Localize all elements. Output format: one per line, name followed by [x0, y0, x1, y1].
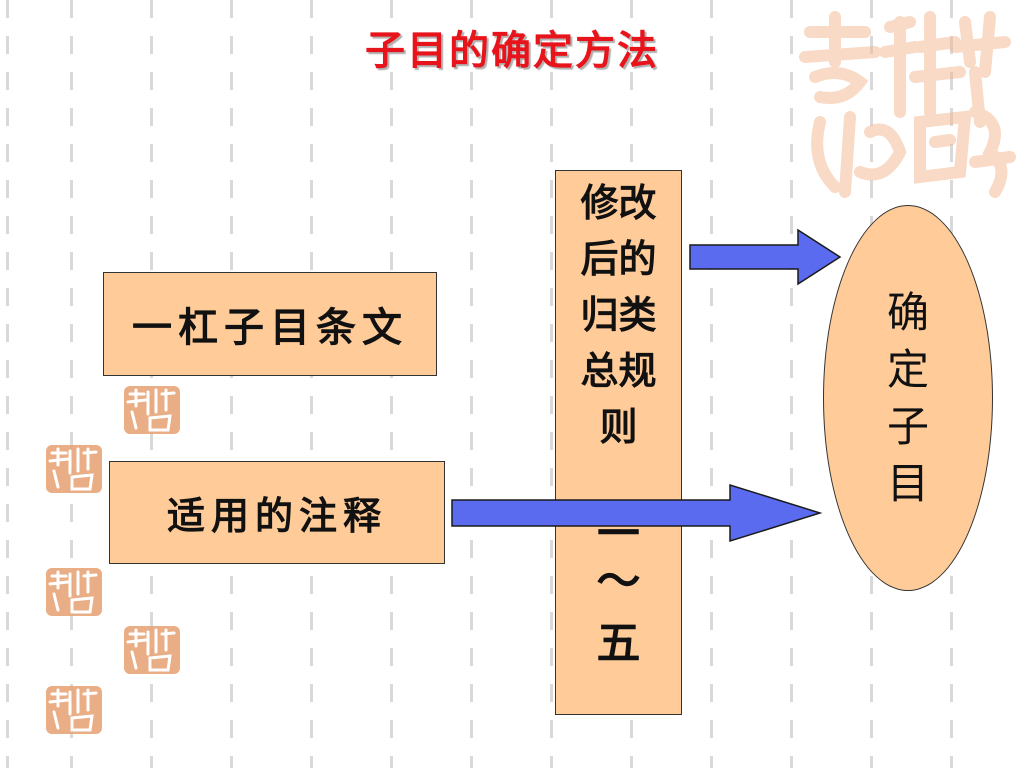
- result-char: 子: [886, 402, 929, 451]
- applicable-notes-label: 适用的注释: [166, 493, 387, 538]
- lower-arrow: [451, 483, 823, 543]
- general-rules-box: 修改 后的 归类 总规 则 二 ～ 五: [555, 170, 682, 715]
- auspicious-seal-icon: [46, 568, 102, 616]
- rule-line: 则: [599, 404, 638, 449]
- rule-range-char: ～: [596, 556, 641, 607]
- upper-arrow: [689, 228, 842, 286]
- result-char: 定: [886, 345, 929, 394]
- result-char: 确: [886, 288, 929, 337]
- applicable-notes-box: 适用的注释: [109, 461, 445, 564]
- rule-line: 后的: [580, 236, 657, 281]
- subheading-text-label: 一杠子目条文: [132, 304, 408, 351]
- auspicious-seal-icon: [799, 11, 1016, 198]
- rule-line: 归类: [580, 292, 657, 337]
- rule-line: 修改: [580, 180, 657, 225]
- auspicious-seal-icon: [124, 386, 180, 434]
- rule-line: 总规: [580, 348, 657, 393]
- auspicious-seal-icon: [46, 445, 102, 493]
- auspicious-seal-icon: [46, 686, 102, 734]
- determine-subheading-label: 确 定 子 目: [883, 284, 933, 512]
- auspicious-seal-icon: [124, 626, 180, 674]
- subheading-text-box: 一杠子目条文: [103, 272, 437, 376]
- rule-range-char: 五: [596, 618, 641, 669]
- result-char: 目: [886, 459, 929, 508]
- determine-subheading-node: 确 定 子 目: [823, 205, 993, 591]
- page-title: 子目的确定方法: [365, 27, 659, 74]
